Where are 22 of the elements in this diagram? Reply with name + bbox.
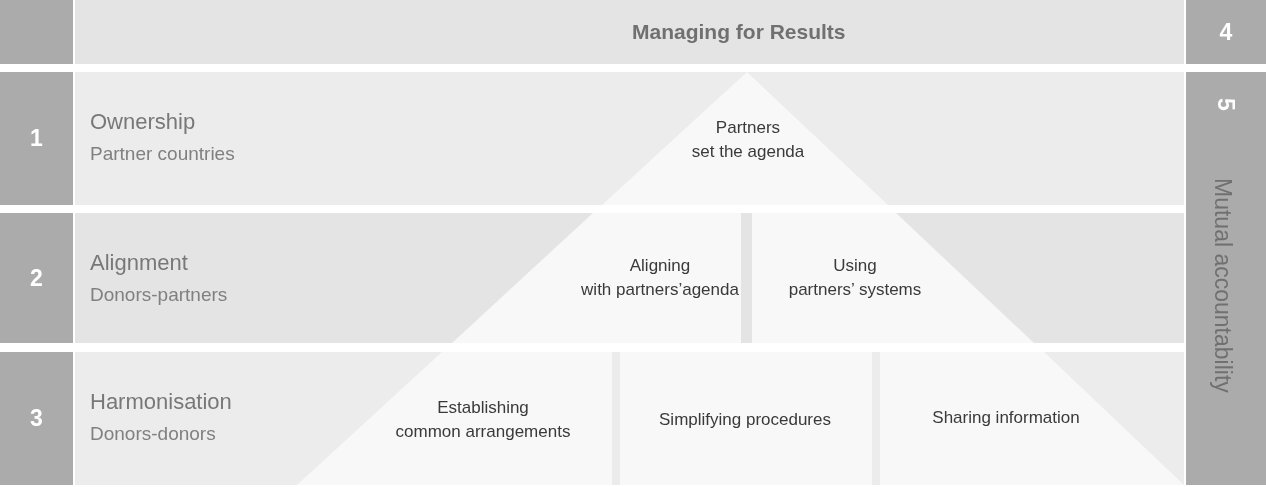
segment-label: Aligning with partners’agenda	[581, 255, 739, 301]
header-band: Managing for Results	[75, 0, 1184, 64]
bar-number: 5	[1213, 98, 1239, 111]
band-title: Harmonisation	[90, 389, 232, 415]
band-subtitle: Donors-donors	[90, 423, 216, 445]
number-tab: 1	[0, 72, 73, 205]
segment-label: Simplifying procedures	[659, 409, 831, 431]
band-title: Alignment	[90, 250, 188, 276]
segment-label: Using partners’ systems	[788, 255, 922, 301]
bar-label: Mutual accountability	[1210, 178, 1236, 393]
band-subtitle: Donors-partners	[90, 284, 228, 306]
number-tab: 4	[1186, 0, 1266, 64]
segment-label: Establishing common arrangements	[395, 397, 571, 443]
band-title: Ownership	[90, 109, 196, 135]
segment-label: Partners set the agenda	[691, 117, 805, 163]
corner-block	[0, 0, 73, 64]
number-tab: 3	[0, 352, 73, 485]
segment-label: Sharing information	[932, 407, 1080, 429]
number-tab: 2	[0, 213, 73, 343]
row-band	[75, 213, 1184, 343]
side-bar	[1186, 72, 1266, 485]
band-subtitle: Partner countries	[90, 143, 235, 165]
